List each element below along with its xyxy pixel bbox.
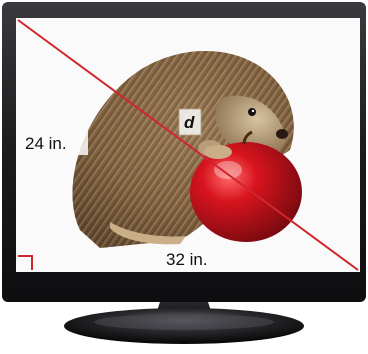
diagonal-line xyxy=(17,19,359,271)
height-label: 24 in. xyxy=(25,134,67,153)
width-label: 32 in. xyxy=(166,250,208,269)
label-d-box xyxy=(178,108,202,136)
right-angle-marker-icon xyxy=(18,255,33,270)
label-24-bg xyxy=(22,131,88,155)
apple xyxy=(190,142,302,242)
diagonal-label: d xyxy=(184,113,195,132)
label-32-bg xyxy=(162,248,230,272)
